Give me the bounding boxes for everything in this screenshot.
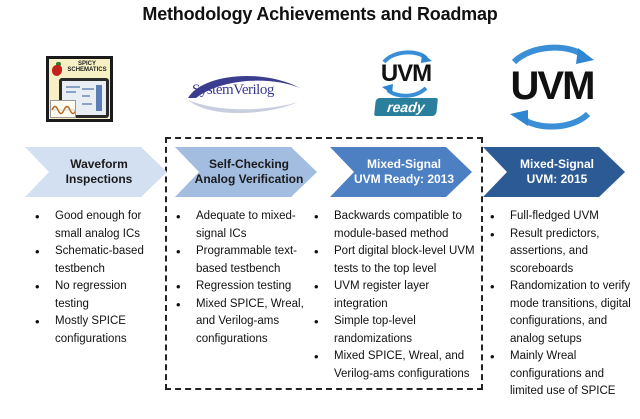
spicy-line2: SCHEMATICS (67, 67, 107, 73)
waveform-icon (50, 100, 77, 118)
bullet-item: Port digital block-level UVM tests to th… (314, 243, 482, 278)
bullet-item: Regression testing (176, 278, 316, 296)
chili-pepper-icon (52, 65, 62, 76)
uvm-text: UVM (510, 64, 596, 108)
current-focus-dashed-box (165, 137, 483, 390)
bullet-item: Good enough for small analog ICs (35, 208, 163, 243)
pepper-stem-icon (56, 62, 61, 66)
systemverilog-logo: SystemVerilog (182, 68, 302, 118)
bullet-item: Mostly SPICE configurations (35, 313, 163, 348)
systemverilog-text: SystemVerilog (192, 82, 274, 98)
uvm-logo: UVM (492, 42, 612, 132)
bullet-item: Simple top-level randomizations (314, 313, 482, 348)
spicy-line1: SPICY (77, 61, 96, 67)
stage-bullets-waveform-inspections: Good enough for small analog ICs Schemat… (35, 208, 163, 348)
stage-title-line1: Mixed-Signal (366, 157, 441, 171)
uvm-ready-logo: UVM ready (366, 48, 446, 120)
bullet-item: Result predictors, assertions, and score… (490, 226, 640, 279)
bullet-item: Full-fledged UVM (490, 208, 640, 226)
stage-title-line2: UVM Ready: 2013 (353, 172, 455, 186)
stage-chevron-waveform-inspections: Waveform Inspections (25, 147, 167, 197)
bullet-item: UVM register layer integration (314, 278, 482, 313)
bullet-item: Mainly Wreal configurations and limited … (490, 348, 640, 401)
stage-title-line2: UVM: 2015 (526, 172, 588, 186)
bullet-item: Randomization to verify mode transitions… (490, 278, 640, 348)
bullet-item: Mixed SPICE, Wreal, and Verilog-ams conf… (314, 348, 482, 383)
ready-badge: ready (374, 98, 438, 116)
stage-title-line1: Waveform (70, 157, 128, 171)
cycle-arrows-icon (510, 44, 594, 130)
stage-bullets-uvm-ready-2013: Backwards compatible to module-based met… (314, 208, 482, 383)
stage-chevron-self-checking: Self-Checking Analog Verification (175, 147, 317, 197)
bullet-item: Adequate to mixed-signal ICs (176, 208, 316, 243)
stage-chevron-uvm-2015: Mixed-Signal UVM: 2015 (483, 147, 625, 197)
bullet-item: No regression testing (35, 278, 163, 313)
stage-title-line2: Analog Verification (194, 172, 304, 186)
stage-bullets-self-checking: Adequate to mixed-signal ICs Programmabl… (176, 208, 316, 348)
uvm-ready-text: UVM (380, 60, 432, 87)
cycle-arrows-icon (382, 50, 432, 98)
stage-title-line2: Inspections (65, 172, 133, 186)
bullet-item: Mixed SPICE, Wreal, and Verilog-ams conf… (176, 296, 316, 349)
stage-title-line1: Mixed-Signal (519, 157, 594, 171)
bullet-item: Backwards compatible to module-based met… (314, 208, 482, 243)
bullet-item: Programmable text-based testbench (176, 243, 316, 278)
diagram-title: Methodology Achievements and Roadmap (142, 4, 498, 24)
stage-bullets-uvm-2015: Full-fledged UVM Result predictors, asse… (490, 208, 640, 401)
stage-title-line1: Self-Checking (208, 157, 289, 171)
spicy-schematics-logo: SPICY SCHEMATICS (46, 56, 113, 122)
bullet-item: Schematic-based testbench (35, 243, 163, 278)
spicy-brand-text: SPICY SCHEMATICS (63, 61, 111, 73)
